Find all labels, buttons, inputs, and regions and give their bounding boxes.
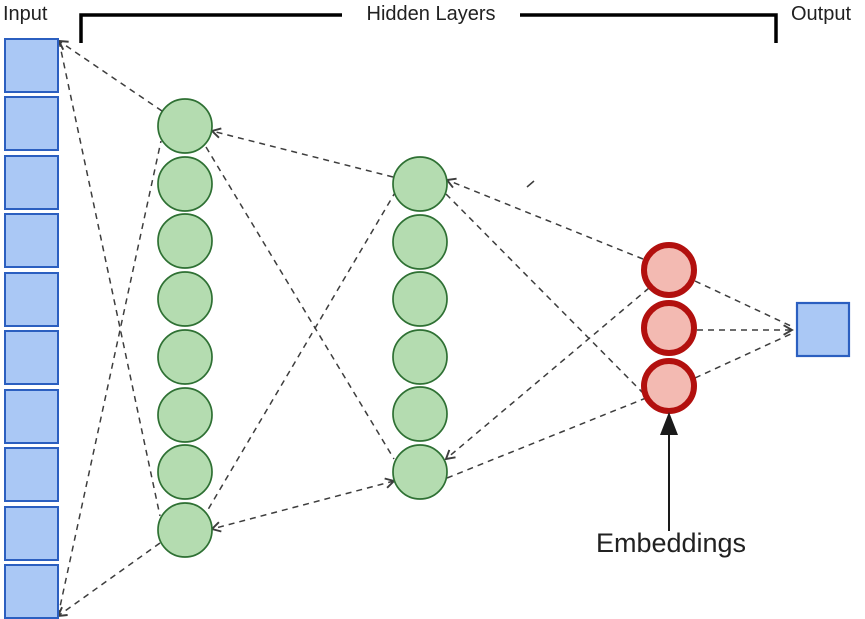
- hidden2-node: [392, 156, 448, 212]
- connector-line: [205, 146, 395, 460]
- connector-line: [694, 280, 794, 328]
- input-node: [4, 330, 59, 385]
- connector-line: [205, 190, 397, 514]
- input-node: [4, 564, 59, 619]
- embedding-node: [641, 242, 697, 298]
- embedding-node: [641, 358, 697, 414]
- hidden-layers-label: Hidden Layers: [342, 2, 520, 26]
- hidden2-node: [392, 214, 448, 270]
- embeddings-label: Embeddings: [595, 528, 747, 558]
- connector-line: [58, 542, 161, 616]
- hidden1-node: [157, 271, 213, 327]
- input-node: [4, 38, 59, 93]
- stray-dash: [526, 180, 535, 188]
- connector-line: [446, 287, 650, 459]
- connector-line: [447, 180, 644, 260]
- input-node: [4, 96, 59, 151]
- connector-line: [212, 131, 394, 178]
- input-node: [4, 447, 59, 502]
- input-node: [4, 389, 59, 444]
- embedding-node: [641, 300, 697, 356]
- input-node: [4, 213, 59, 268]
- output-node: [795, 301, 851, 358]
- hidden1-node: [157, 329, 213, 385]
- hidden1-node: [157, 444, 213, 500]
- output-label: Output: [791, 3, 852, 25]
- hidden1-node: [157, 213, 213, 269]
- connector-line: [57, 140, 162, 617]
- hidden1-node: [157, 98, 213, 154]
- connector-line: [694, 332, 794, 379]
- embeddings-arrowhead: [660, 412, 678, 435]
- connector-line: [446, 397, 647, 479]
- input-node: [4, 272, 59, 327]
- hidden2-node: [392, 271, 448, 327]
- hidden2-node: [392, 329, 448, 385]
- connector-line: [445, 193, 646, 396]
- input-node: [4, 506, 59, 561]
- connector-line: [212, 481, 394, 529]
- input-label: Input: [3, 3, 48, 25]
- hidden1-node: [157, 156, 213, 212]
- hidden2-node: [392, 444, 448, 500]
- hidden1-node: [157, 387, 213, 443]
- input-node: [4, 155, 59, 210]
- hidden2-node: [392, 386, 448, 442]
- connector-line: [58, 40, 161, 517]
- connector-line: [59, 41, 163, 112]
- hidden1-node: [157, 502, 213, 558]
